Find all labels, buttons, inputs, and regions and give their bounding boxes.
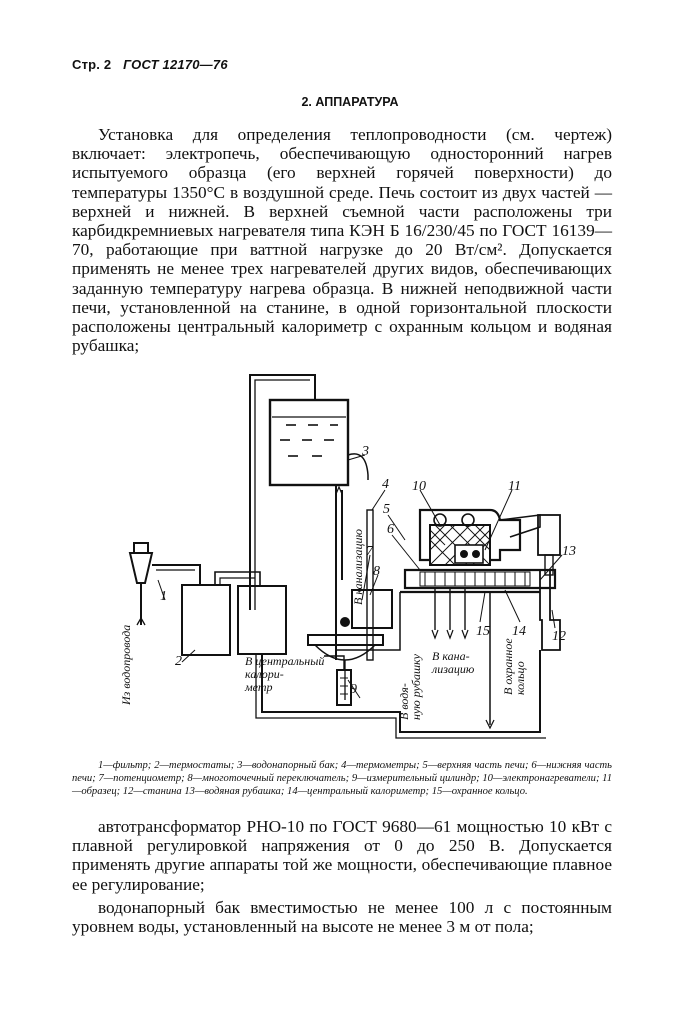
measuring-cylinder [324,655,352,706]
label-4: 4 [382,477,389,492]
label-sewer-bottom-2: лизацию [431,662,475,676]
label-water-supply: Из водопровода [119,625,133,706]
tank-pipe-left-inner [254,379,310,610]
label-10: 10 [412,479,426,494]
water-tank [268,398,350,487]
label-6: 6 [387,522,394,537]
thermometer [366,509,374,661]
section-title: 2. АППАРАТУРА [301,95,399,109]
paragraph-water-tank: водонапорный бак вместимостью не менее 1… [72,898,612,937]
page-number: Стр. 2 [72,57,112,72]
label-7: 7 [366,544,374,559]
label-central-cal-3: метр [244,680,273,694]
label-1: 1 [160,589,167,604]
overflow-pipe [347,453,369,480]
label-15: 15 [476,624,490,639]
page-header: Стр. 2 ГОСТ 12170—76 [72,57,228,72]
label-12: 12 [552,629,566,644]
paragraph-autotransformer: автотрансформатор РНО-10 по ГОСТ 9680—61… [72,817,612,894]
furnace [400,508,561,651]
label-water-jacket-2: ную рубашку [409,653,423,720]
label-central-cal-2: калори- [245,667,284,681]
label-8: 8 [373,564,380,579]
thermostat-1 [181,584,231,656]
label-11: 11 [508,479,521,494]
label-central-cal-1: В центральный [245,654,324,668]
standard-number: ГОСТ 12170—76 [123,57,228,72]
figure-caption: 1—фильтр; 2—термостаты; 3—водонапорный б… [72,760,612,797]
apparatus-diagram: 3 4 5 6 7 8 10 11 13 14 15 12 9 1 2 Из в… [119,374,576,739]
potentiometer-base [307,634,384,646]
label-guard-ring-1: В охранное [501,638,515,695]
label-5: 5 [383,502,390,517]
main-return-pipe [261,650,541,733]
paragraph-installation: Установка для определения теплопроводнос… [72,125,612,356]
label-2: 2 [175,654,182,669]
label-1-tank-3: 3 [361,444,369,459]
label-13: 13 [562,544,576,559]
thermostat-2 [237,585,287,655]
tank-pipe-left [249,374,316,610]
label-sewer-top: В канализацию [351,528,365,605]
label-9: 9 [350,682,357,697]
label-sewer-bottom-1: В кана- [432,649,470,663]
label-14: 14 [512,624,526,639]
label-water-jacket-1: В водя- [397,683,411,720]
pipe-filter-to-thermostat [152,564,201,585]
filter [128,542,154,626]
label-guard-ring-2: кольцо [513,661,527,695]
